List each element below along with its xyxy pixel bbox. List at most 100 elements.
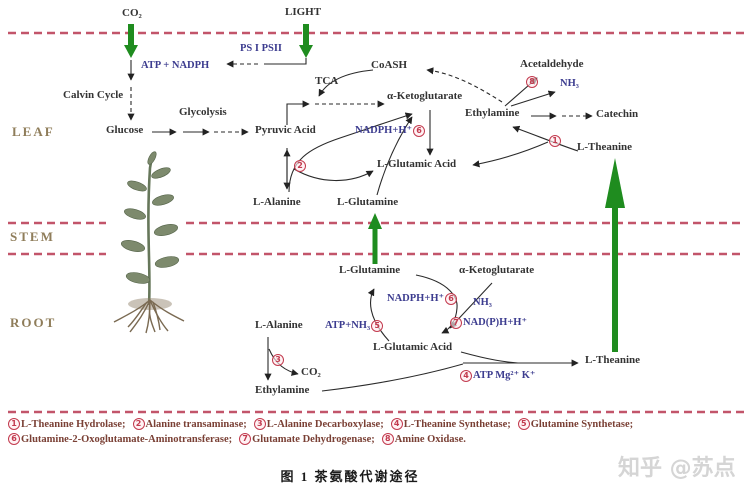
l-alanine-leaf: L-Alanine — [253, 196, 301, 209]
l-theanine-leaf-label: L-Theanine — [577, 141, 633, 153]
legend-label-8: Amine Oxidase. — [394, 433, 466, 445]
l-glutamine-root: L-Glutamine — [339, 264, 401, 277]
co2-uptake-arrow — [124, 24, 138, 58]
l-glutamine-root-label: L-Glutamine — [339, 264, 401, 276]
light: LIGHT — [285, 6, 322, 19]
ethylamine-root: Ethylamine — [255, 384, 310, 397]
co2-leaf: CO₂ — [122, 7, 142, 20]
light-label: LIGHT — [285, 6, 322, 18]
l-glutamic-acid-root: L-Glutamic Acid — [373, 341, 453, 354]
l-glutamine-leaf: L-Glutamine — [337, 196, 399, 209]
nadph-leaf-label: NADPH+H⁺ — [355, 125, 413, 137]
badge-8-amine-oxidase: 8 — [526, 76, 538, 88]
legend-badge-4: 4 — [390, 418, 403, 430]
atp-mg-k-root-enzyme-badge: 4 — [460, 370, 472, 382]
glucose: Glucose — [106, 124, 143, 137]
section-boundary-lines — [8, 31, 745, 414]
nadph-leaf: NADPH+H⁺6 — [355, 125, 426, 137]
glycolysis-label: Glycolysis — [179, 106, 227, 118]
legend-badge-7: 7 — [239, 433, 252, 445]
alpha-ketoglutarate-root: α-Ketoglutarate — [459, 264, 535, 277]
glutamine-transport-arrow — [368, 213, 382, 264]
alpha-ketoglutarate-root-label: α-Ketoglutarate — [459, 264, 535, 276]
atp-mg-k-root-label: ATP Mg²⁺ K⁺ — [473, 370, 536, 382]
figure-caption: 图 1 茶氨酸代谢途径 — [280, 469, 420, 484]
legend-badge-2: 2 — [132, 418, 145, 430]
section-label-leaf: LEAF — [12, 124, 55, 139]
legend-badge-3: 3 — [253, 418, 266, 430]
badge-2-alanine-transaminase: 2 — [294, 160, 306, 172]
l-alanine-root: L-Alanine — [255, 319, 303, 332]
co2-leaf-label: CO₂ — [122, 7, 142, 19]
catechin: Catechin — [596, 108, 639, 121]
legend-label-5: Glutamine Synthetase; — [530, 418, 634, 430]
alpha-ketoglutarate-leaf-label: α-Ketoglutarate — [387, 90, 463, 102]
acetaldehyde: Acetaldehyde — [520, 58, 584, 71]
nadph-root-enzyme-badge: 6 — [445, 293, 458, 305]
legend-badge-6: 6 — [8, 433, 20, 445]
glycolysis: Glycolysis — [179, 106, 227, 119]
calvin-cycle-label: Calvin Cycle — [63, 89, 124, 101]
co2-root-label: CO₂ — [301, 366, 321, 378]
legend-label-4: L-Theanine Synthetase; — [403, 418, 511, 430]
calvin-cycle: Calvin Cycle — [63, 89, 124, 102]
atp-nadph: ATP + NADPH — [141, 60, 209, 71]
section-label-stem: STEM — [10, 229, 55, 244]
tca: TCA — [315, 75, 338, 88]
coash: CoASH — [371, 59, 408, 72]
coash-label: CoASH — [371, 59, 408, 71]
ps1-psii: PS I PSII — [240, 43, 282, 54]
badge-3-alanine-decarboxylase: 3 — [272, 354, 284, 366]
l-alanine-root-label: L-Alanine — [255, 319, 303, 331]
l-alanine-leaf-label: L-Alanine — [253, 196, 301, 208]
acetaldehyde-label: Acetaldehyde — [520, 58, 584, 70]
legend-badge-1: 1 — [8, 418, 20, 430]
nadph-root: NADPH+H⁺6 — [387, 293, 458, 305]
nh3-root-label: NH₃ — [473, 297, 492, 308]
l-theanine-root-label: L-Theanine — [585, 354, 641, 366]
l-theanine-root: L-Theanine — [585, 354, 641, 367]
l-glutamic-acid-root-label: L-Glutamic Acid — [373, 341, 453, 353]
ethylamine-root-label: Ethylamine — [255, 384, 310, 396]
pyruvic-acid-leaf: Pyruvic Acid — [255, 124, 316, 137]
l-glutamic-acid-leaf-label: L-Glutamic Acid — [377, 158, 457, 170]
atp-nh3-root-enzyme-badge: 5 — [371, 320, 384, 332]
legend-label-2: Alanine transaminase; — [145, 418, 247, 430]
tea-plant-illustration — [113, 151, 185, 334]
l-glutamine-leaf-label: L-Glutamine — [337, 196, 399, 208]
atp-nh3-root-label: ATP+NH₃ — [325, 320, 371, 332]
ethylamine-leaf-label: Ethylamine — [465, 107, 520, 119]
nh3-leaf-label: NH₃ — [560, 78, 579, 89]
section-label-root: ROOT — [10, 315, 57, 330]
legend-label-6: Glutamine-2-Oxoglutamate-Aminotransferas… — [21, 433, 233, 445]
reaction-arrows-solid — [127, 58, 579, 392]
legend-label-1: L-Theanine Hydrolase; — [21, 418, 126, 430]
light-uptake-arrow — [299, 24, 313, 58]
nadp-h-root-enzyme-badge: 7 — [450, 317, 462, 329]
ethylamine-leaf: Ethylamine — [465, 107, 520, 120]
legend-label-3: L-Alanine Decarboxylase; — [266, 418, 384, 430]
l-glutamic-acid-leaf: L-Glutamic Acid — [377, 158, 457, 171]
badge-1-theanine-hydrolase: 1 — [549, 135, 561, 147]
legend-label-7: Glutamate Dehydrogenase; — [252, 433, 375, 445]
legend-badge-5: 5 — [517, 418, 530, 430]
watermark: 知乎 @苏点 — [618, 456, 736, 481]
atp-nadph-label: ATP + NADPH — [141, 60, 210, 71]
catechin-label: Catechin — [596, 108, 639, 120]
nadp-h-root-label: NAD(P)H+H⁺ — [463, 317, 528, 329]
